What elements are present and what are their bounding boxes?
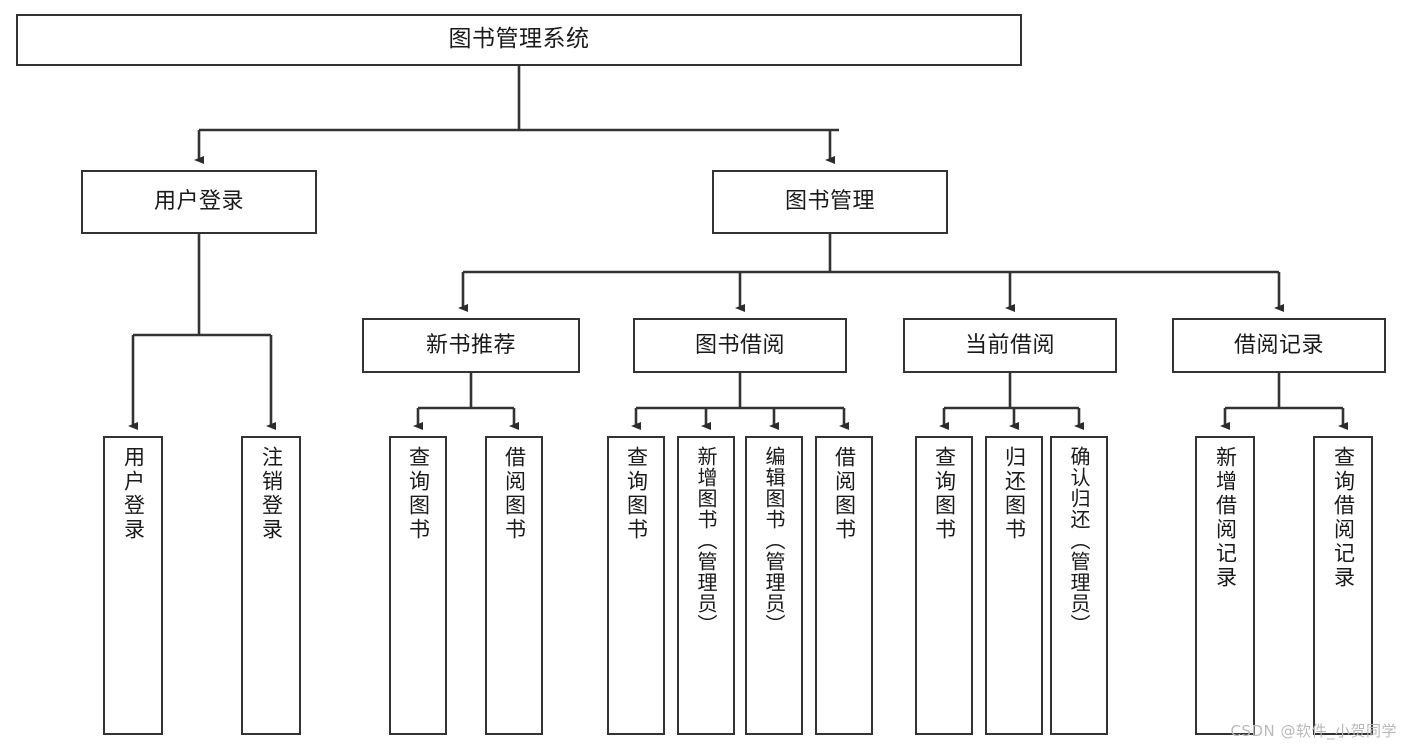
node-label: 编辑图书（管理员） <box>762 446 786 635</box>
node-label: 注销登录 <box>259 446 284 542</box>
node-leaf-add-borrow-record[interactable]: 新增借阅记录 <box>1195 436 1255 735</box>
node-leaf-borrow-book-2[interactable]: 借阅图书 <box>815 436 873 735</box>
node-label: 归还图书 <box>1002 446 1027 542</box>
node-label: 查询图书 <box>406 446 431 542</box>
node-leaf-confirm-return-admin[interactable]: 确认归还（管理员） <box>1050 436 1108 735</box>
node-label: 当前借阅 <box>964 332 1055 358</box>
node-label: 查询图书 <box>932 446 957 542</box>
node-leaf-query-book-1[interactable]: 查询图书 <box>389 436 447 735</box>
node-label: 借阅图书 <box>832 446 857 542</box>
node-leaf-user-login[interactable]: 用户登录 <box>103 436 163 735</box>
node-leaf-return-book[interactable]: 归还图书 <box>985 436 1043 735</box>
node-leaf-query-book-3[interactable]: 查询图书 <box>915 436 973 735</box>
node-label: 借阅记录 <box>1233 332 1324 358</box>
node-label: 用户登录 <box>121 446 146 542</box>
node-new-book-recommend[interactable]: 新书推荐 <box>362 318 580 373</box>
node-leaf-add-book-admin[interactable]: 新增图书（管理员） <box>677 436 735 735</box>
node-label: 查询借阅记录 <box>1331 446 1356 590</box>
node-label: 借阅图书 <box>502 446 527 542</box>
node-borrow-record[interactable]: 借阅记录 <box>1172 318 1386 373</box>
node-current-borrow[interactable]: 当前借阅 <box>903 318 1117 373</box>
watermark-text: CSDN @软件_小贺同学 <box>1230 722 1397 740</box>
node-label: 图书借阅 <box>694 332 785 358</box>
node-user-login[interactable]: 用户登录 <box>81 170 317 234</box>
node-book-manage[interactable]: 图书管理 <box>712 170 948 234</box>
node-leaf-query-book-2[interactable]: 查询图书 <box>607 436 665 735</box>
node-leaf-borrow-book-1[interactable]: 借阅图书 <box>485 436 543 735</box>
node-leaf-query-borrow-record[interactable]: 查询借阅记录 <box>1313 436 1373 735</box>
node-label: 图书管理系统 <box>448 26 590 53</box>
node-book-borrow[interactable]: 图书借阅 <box>633 318 847 373</box>
node-label: 确认归还（管理员） <box>1067 446 1091 635</box>
node-label: 新增图书（管理员） <box>694 446 718 635</box>
node-label: 用户登录 <box>153 189 244 215</box>
node-label: 查询图书 <box>624 446 649 542</box>
node-label: 新书推荐 <box>425 332 516 358</box>
node-leaf-edit-book-admin[interactable]: 编辑图书（管理员） <box>745 436 803 735</box>
node-root-system[interactable]: 图书管理系统 <box>16 14 1022 66</box>
node-label: 新增借阅记录 <box>1213 446 1238 590</box>
node-label: 图书管理 <box>784 189 875 215</box>
node-leaf-user-logout[interactable]: 注销登录 <box>241 436 301 735</box>
